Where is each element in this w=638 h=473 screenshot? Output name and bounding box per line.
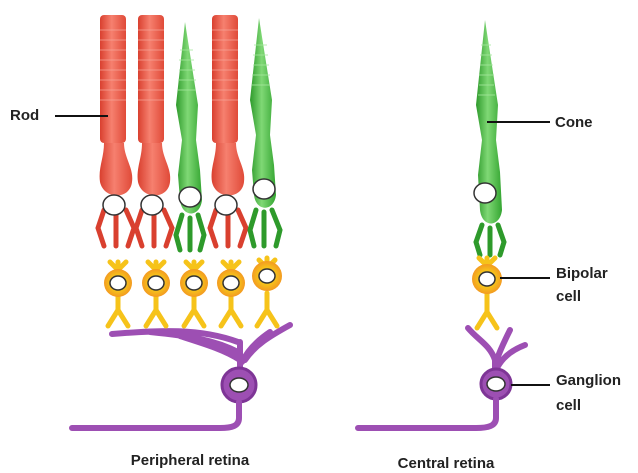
central-cone-cell	[474, 20, 504, 255]
peripheral-ganglion-cell	[72, 325, 290, 428]
central-retina: Cone Bipolar cell Ganglion cell Central …	[358, 20, 621, 472]
central-bipolar-cell	[472, 258, 502, 328]
cone-label: Cone	[555, 114, 593, 131]
rod-label-group: Rod	[10, 107, 108, 124]
bipolar-label-line2: cell	[556, 288, 581, 305]
bipolar-cell	[142, 262, 170, 326]
peripheral-retina-caption: Peripheral retina	[131, 452, 250, 469]
rod-cell	[210, 15, 246, 246]
rod-cell	[98, 15, 134, 246]
cone-cell	[176, 22, 204, 250]
bipolar-label-group: Bipolar cell	[500, 265, 608, 305]
rod-label: Rod	[10, 107, 39, 124]
peripheral-photoreceptors	[98, 15, 280, 250]
peripheral-ganglion-axon	[72, 402, 239, 428]
peripheral-retina: Rod Peripheral retina	[10, 15, 290, 469]
cone-label-group: Cone	[487, 114, 593, 131]
bipolar-cell	[104, 262, 132, 326]
rod-cell	[136, 15, 172, 246]
ganglion-label-line1: Ganglion	[556, 372, 621, 389]
ganglion-label-group: Ganglion cell	[511, 372, 621, 414]
central-ganglion-cell	[358, 328, 525, 428]
cone-cell	[250, 18, 280, 246]
peripheral-bipolar-cells	[104, 258, 282, 326]
peripheral-ganglion-dendrites	[112, 325, 290, 378]
peripheral-ganglion-nucleus	[230, 378, 248, 392]
ganglion-label-line2: cell	[556, 397, 581, 414]
bipolar-cell	[180, 262, 208, 326]
bipolar-cell	[217, 262, 245, 326]
central-retina-caption: Central retina	[398, 455, 495, 472]
bipolar-label-line1: Bipolar	[556, 265, 608, 282]
bipolar-cell	[252, 258, 282, 326]
